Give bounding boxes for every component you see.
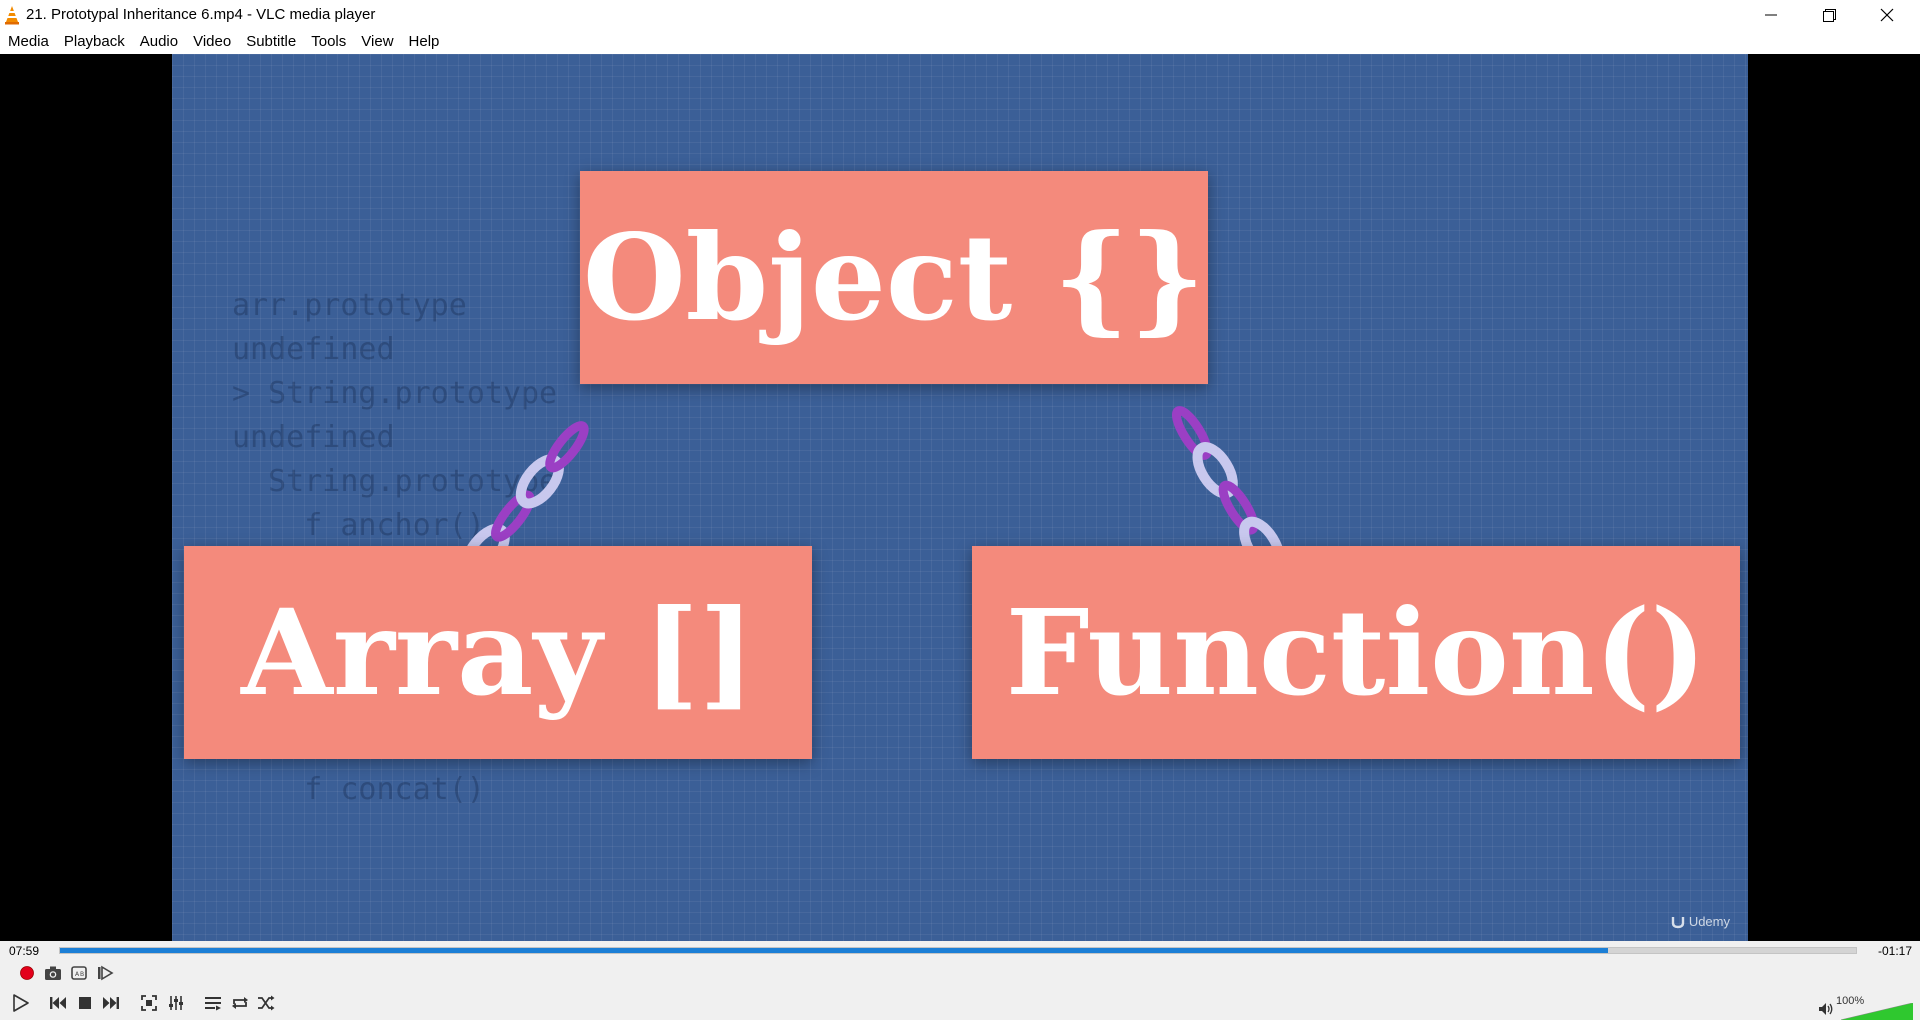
play-icon	[13, 994, 29, 1012]
minimize-button[interactable]	[1742, 0, 1800, 30]
menu-video[interactable]: Video	[193, 33, 232, 50]
volume-level-fill	[1841, 1003, 1913, 1020]
loop-icon	[232, 997, 248, 1009]
object-box: Object {}	[580, 171, 1208, 384]
minimize-icon	[1765, 14, 1777, 16]
video-frame: arr.prototype undefined > String.prototy…	[172, 54, 1748, 941]
extended-settings-icon	[169, 996, 183, 1010]
restore-icon	[1822, 8, 1836, 22]
menu-media[interactable]: Media	[8, 33, 49, 50]
record-button[interactable]	[16, 962, 38, 984]
function-box: Function()	[972, 546, 1740, 759]
extended-settings-button[interactable]	[165, 992, 187, 1014]
stop-button[interactable]	[74, 992, 96, 1014]
title-bar: 21. Prototypal Inheritance 6.mp4 - VLC m…	[0, 0, 1920, 30]
menu-view[interactable]: View	[361, 33, 394, 50]
svg-text:A: A	[75, 971, 80, 978]
playlist-icon	[205, 997, 221, 1011]
array-box: Array []	[184, 546, 812, 759]
menu-subtitle[interactable]: Subtitle	[246, 33, 297, 50]
vlc-cone-icon	[5, 6, 19, 25]
time-elapsed: 07:59	[9, 944, 40, 958]
speaker-icon[interactable]	[1818, 1002, 1834, 1016]
next-icon	[103, 997, 119, 1009]
array-label: Array []	[241, 583, 755, 722]
snapshot-icon	[45, 966, 61, 980]
next-button[interactable]	[100, 992, 122, 1014]
object-label: Object {}	[582, 208, 1206, 347]
udemy-logo-icon	[1671, 917, 1685, 929]
seek-slider[interactable]	[59, 947, 1857, 954]
window-title: 21. Prototypal Inheritance 6.mp4 - VLC m…	[26, 6, 376, 23]
frame-step-icon	[98, 965, 114, 981]
frame-step-button[interactable]	[94, 962, 116, 984]
playlist-button[interactable]	[202, 992, 224, 1014]
restore-button[interactable]	[1800, 0, 1858, 30]
watermark-text: Udemy	[1688, 913, 1730, 929]
volume-slider[interactable]	[1841, 1003, 1913, 1020]
previous-button[interactable]	[47, 992, 69, 1014]
stop-icon	[79, 997, 91, 1009]
snapshot-button[interactable]	[42, 962, 64, 984]
record-icon	[20, 966, 34, 980]
svg-text:B: B	[80, 971, 84, 978]
function-label: Function()	[1005, 583, 1707, 722]
shuffle-icon	[258, 995, 275, 1011]
time-remaining[interactable]: -01:17	[1877, 944, 1912, 958]
menu-help[interactable]: Help	[408, 33, 440, 50]
close-button[interactable]	[1858, 0, 1916, 30]
loop-button[interactable]	[229, 992, 251, 1014]
shuffle-button[interactable]	[255, 992, 277, 1014]
close-icon	[1880, 8, 1894, 22]
udemy-watermark: Udemy	[1670, 913, 1730, 929]
menu-bar: Media Playback Audio Video Subtitle Tool…	[0, 30, 1920, 54]
menu-tools[interactable]: Tools	[311, 33, 347, 50]
seek-progress-fill	[60, 948, 1609, 953]
fullscreen-button[interactable]	[138, 992, 160, 1014]
video-area[interactable]: arr.prototype undefined > String.prototy…	[0, 54, 1920, 941]
menu-playback[interactable]: Playback	[63, 33, 125, 50]
fullscreen-icon	[141, 995, 157, 1011]
volume-percent: 100%	[1836, 995, 1865, 1007]
seek-row: 07:59 -01:17	[0, 941, 1920, 961]
play-button[interactable]	[8, 991, 32, 1015]
previous-icon	[50, 997, 66, 1009]
menu-audio[interactable]: Audio	[139, 33, 179, 50]
